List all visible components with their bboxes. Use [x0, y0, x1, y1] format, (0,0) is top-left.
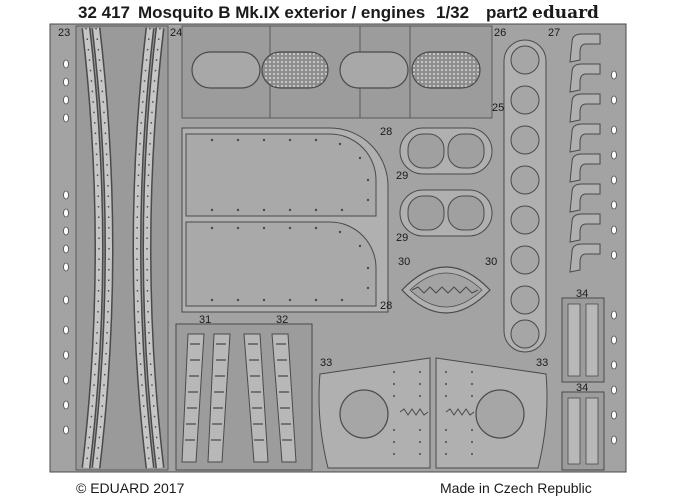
part-number-30-left: 30	[398, 256, 411, 268]
part-number-30-right: 30	[485, 256, 498, 268]
part-number-27: 27	[548, 27, 561, 39]
part-number-32: 32	[276, 314, 289, 326]
part-23-24-strips	[75, 25, 169, 471]
copyright-text: © EDUARD 2017	[76, 480, 185, 496]
part-number-34-bottom: 34	[576, 382, 589, 394]
part-33-panels	[318, 357, 548, 469]
part-number-33-right: 33	[536, 357, 549, 369]
sheet-title: Mosquito B Mk.IX exterior / engines	[138, 3, 426, 22]
part-29-plates	[399, 127, 493, 237]
part-25-26-disc-chain	[503, 39, 547, 353]
part-number-29-top: 29	[396, 170, 409, 182]
part-number-28-top: 28	[380, 126, 393, 138]
part-34-nameplates	[561, 297, 605, 471]
part-number-33-left: 33	[320, 357, 333, 369]
part-number-26: 26	[494, 27, 507, 39]
brand-logo: eduard	[532, 3, 599, 23]
part-number-24: 24	[170, 27, 183, 39]
part-27-hooks	[569, 33, 601, 273]
part-number-23: 23	[58, 27, 71, 39]
origin-text: Made in Czech Republic	[440, 480, 592, 496]
part-number: 32 417	[78, 3, 130, 22]
part-number-31: 31	[199, 314, 212, 326]
part-number-29-bottom: 29	[396, 232, 409, 244]
part-30-fairing	[401, 266, 491, 314]
part-number-25: 25	[492, 102, 505, 114]
fret-sprue-holes	[63, 59, 617, 445]
part-31-32-louvres	[175, 323, 313, 471]
top-oval-panel	[181, 25, 493, 119]
part-number-34-top: 34	[576, 288, 589, 300]
part-number-28-bottom: 28	[380, 300, 393, 312]
scale-label: 1/32	[436, 3, 470, 22]
part-label: part2	[486, 3, 528, 22]
part-28-panels	[181, 127, 389, 313]
